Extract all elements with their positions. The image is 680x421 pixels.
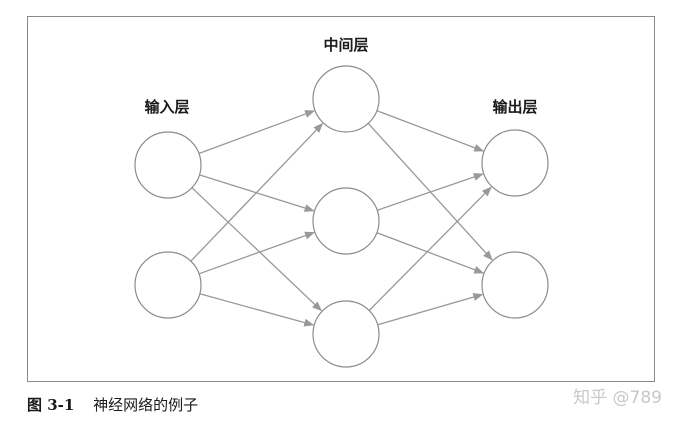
figure-frame bbox=[27, 16, 655, 382]
edge-hidden-1-to-output-1 bbox=[376, 110, 485, 152]
caption-text: 神经网络的例子 bbox=[93, 396, 199, 414]
edge-input-2-to-hidden-3 bbox=[199, 293, 315, 327]
figure-number: 图 3-1 bbox=[27, 396, 75, 414]
hidden-layer-label: 中间层 bbox=[323, 36, 369, 54]
edge-hidden-3-to-output-1 bbox=[368, 186, 492, 311]
input-node-2 bbox=[134, 251, 202, 319]
output-node-2 bbox=[481, 251, 549, 319]
edge-input-1-to-hidden-1 bbox=[198, 110, 316, 155]
output-node-1 bbox=[481, 129, 549, 197]
edge-input-2-to-hidden-1 bbox=[190, 122, 324, 262]
edge-hidden-2-to-output-2 bbox=[376, 232, 485, 274]
edge-hidden-2-to-output-1 bbox=[376, 173, 484, 211]
hidden-node-2 bbox=[312, 187, 380, 255]
edge-hidden-3-to-output-2 bbox=[377, 293, 484, 326]
connection-edges bbox=[190, 110, 493, 327]
hidden-node-3 bbox=[312, 300, 380, 368]
edge-input-1-to-hidden-3 bbox=[191, 187, 323, 312]
edge-input-2-to-hidden-2 bbox=[198, 231, 315, 275]
output-layer-label: 输出层 bbox=[492, 98, 538, 116]
input-node-1 bbox=[134, 131, 202, 199]
watermark: 知乎 @789 bbox=[573, 388, 662, 408]
hidden-node-1 bbox=[312, 65, 380, 133]
input-layer-label: 输入层 bbox=[144, 98, 190, 116]
figure-caption: 图 3-1 神经网络的例子 bbox=[27, 394, 198, 415]
network-nodes bbox=[134, 65, 549, 368]
